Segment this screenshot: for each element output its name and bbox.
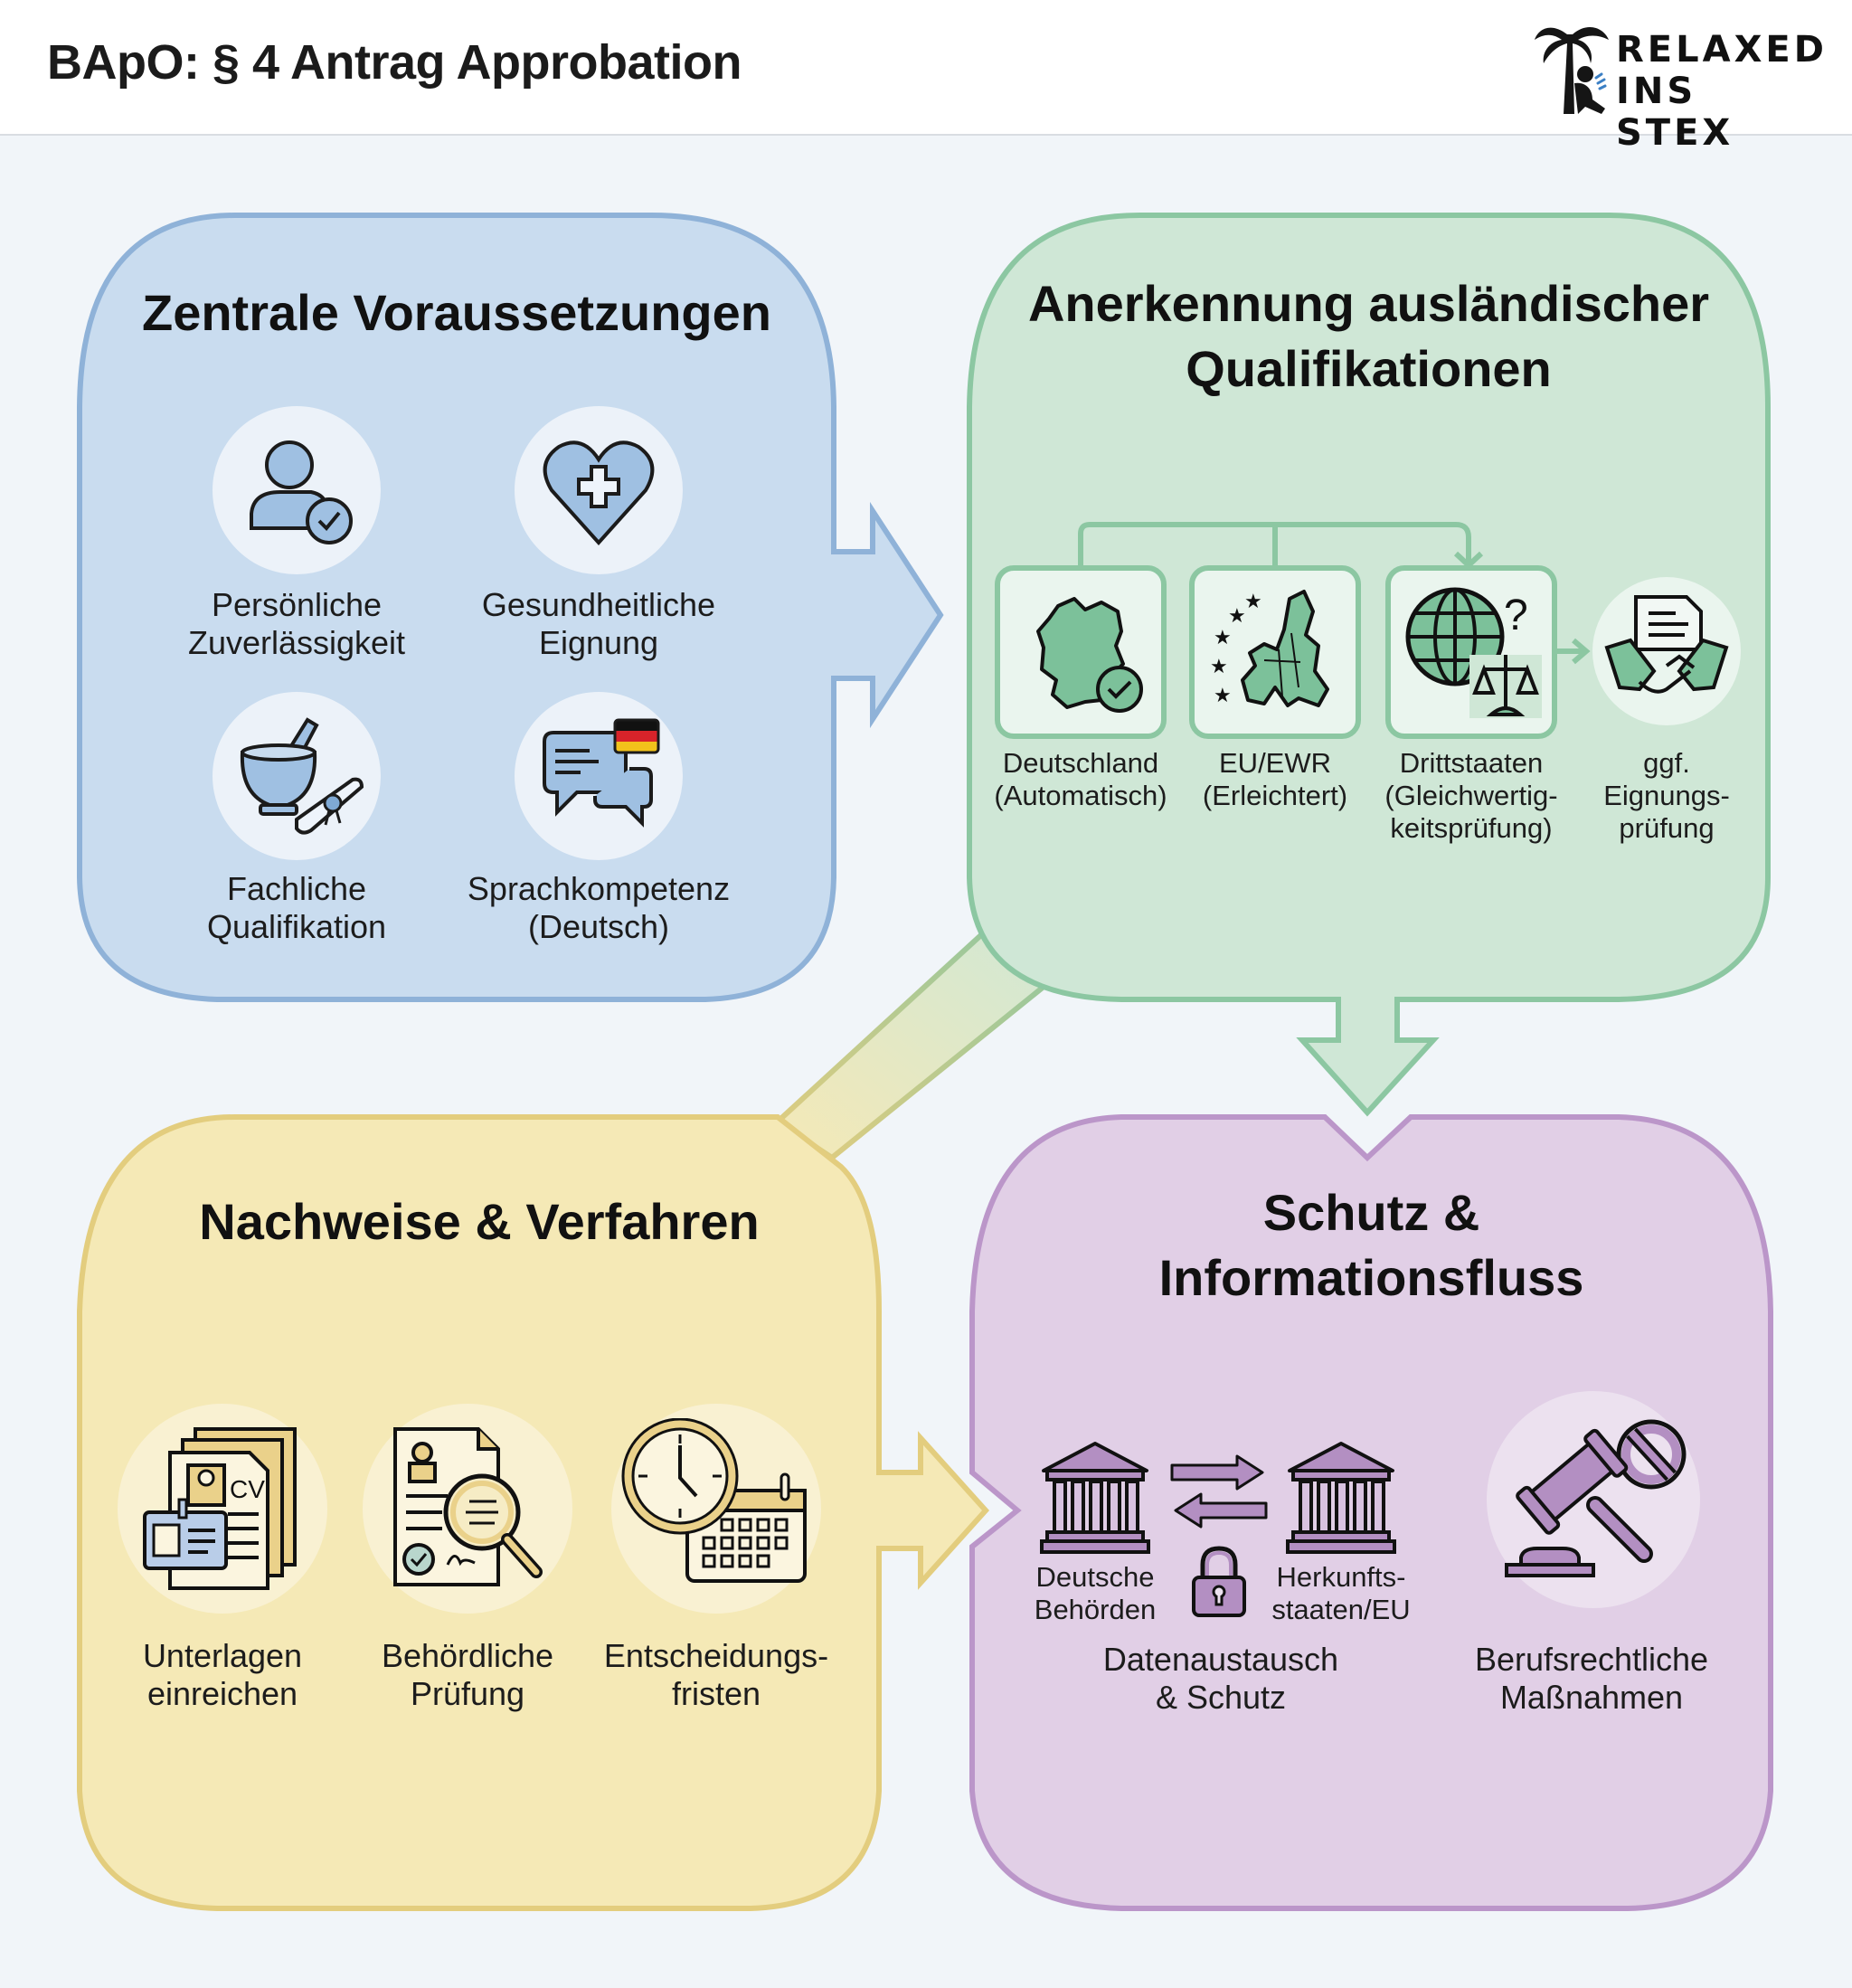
panel-title-recognition: Anerkennung ausländischer Qualifikatione… xyxy=(1027,275,1710,397)
svg-text:★: ★ xyxy=(1214,684,1232,706)
procedure-label: Unterlagen einreichen xyxy=(142,1637,303,1712)
panel-recognition-shape xyxy=(967,213,1771,1117)
procedure-label: Behördliche Prüfung xyxy=(381,1637,554,1712)
procedure-label: Entscheidungs- fristen xyxy=(603,1637,829,1712)
recognition-label: EU/EWR (Erleichtert) xyxy=(1202,747,1348,811)
arrow-to-aptitude-test xyxy=(1557,638,1591,665)
svg-text:★: ★ xyxy=(1214,626,1232,648)
mortar-diploma-icon xyxy=(240,717,364,835)
heart-cross-icon xyxy=(543,440,655,545)
measures-label: Berufsrechtliche Maßnahmen xyxy=(1474,1641,1709,1716)
exchange-arrows-icon xyxy=(1170,1454,1268,1529)
requirement-label: Fachliche Qualifikation xyxy=(206,870,387,945)
recognition-label: ggf. Eignungs- prüfung xyxy=(1603,747,1730,844)
government-building-icon xyxy=(1286,1442,1396,1554)
germany-map-check-icon xyxy=(1036,597,1143,713)
panel-title-protection: Schutz & Informationsfluss xyxy=(1158,1184,1584,1306)
padlock-icon xyxy=(1192,1546,1246,1617)
documents-cv-id-icon: CV xyxy=(143,1427,297,1590)
document-handshake-icon xyxy=(1604,595,1729,694)
recognition-label: Drittstaaten (Gleichwertig- keitsprüfung… xyxy=(1384,747,1558,844)
speech-bubbles-german-flag-icon xyxy=(543,718,660,828)
globe-scales-question-icon: ? xyxy=(1405,587,1542,718)
logo-line-2: INS STEX xyxy=(1616,71,1734,154)
page-title: BApO: § 4 Antrag Approbation xyxy=(47,35,742,90)
svg-text:★: ★ xyxy=(1228,604,1246,627)
exchange-caption: Datenaustausch & Schutz xyxy=(1102,1641,1339,1716)
recognition-label: Deutschland (Automatisch) xyxy=(994,747,1167,811)
logo-line-1: RELAXED xyxy=(1616,29,1828,71)
panel-title-requirements: Zentrale Voraussetzungen xyxy=(141,284,771,341)
svg-text:CV: CV xyxy=(230,1475,265,1503)
header: BApO: § 4 Antrag Approbation RELAXED INS… xyxy=(0,0,1852,154)
requirement-label: Sprachkompetenz (Deutsch) xyxy=(467,870,731,945)
svg-text:★: ★ xyxy=(1244,590,1262,612)
palm-tree-reader-icon xyxy=(1535,27,1609,114)
svg-text:?: ? xyxy=(1504,592,1528,639)
logo-text: RELAXED INS STEX xyxy=(1616,29,1828,154)
government-building-icon xyxy=(1040,1442,1150,1554)
clock-calendar-icon xyxy=(621,1418,807,1583)
requirement-label: Persönliche Zuverlässigkeit xyxy=(187,586,406,661)
svg-text:★: ★ xyxy=(1210,655,1228,677)
diagram-canvas: Zentrale Voraussetzungen Anerkennung aus… xyxy=(0,136,1852,1988)
exchange-left-label: Deutsche Behörden xyxy=(1034,1561,1157,1625)
gavel-prohibited-icon xyxy=(1505,1419,1687,1577)
exchange-right-label: Herkunfts- staaten/EU xyxy=(1271,1561,1411,1625)
eu-map-stars-icon: ★★ ★★ ★ xyxy=(1210,590,1329,707)
logo: RELAXED INS STEX xyxy=(1533,16,1824,154)
panel-title-procedure: Nachweise & Verfahren xyxy=(199,1193,760,1250)
document-stamp-magnifier-icon xyxy=(393,1427,543,1586)
person-check-icon xyxy=(250,440,353,544)
requirement-label: Gesundheitliche Eignung xyxy=(481,586,716,661)
